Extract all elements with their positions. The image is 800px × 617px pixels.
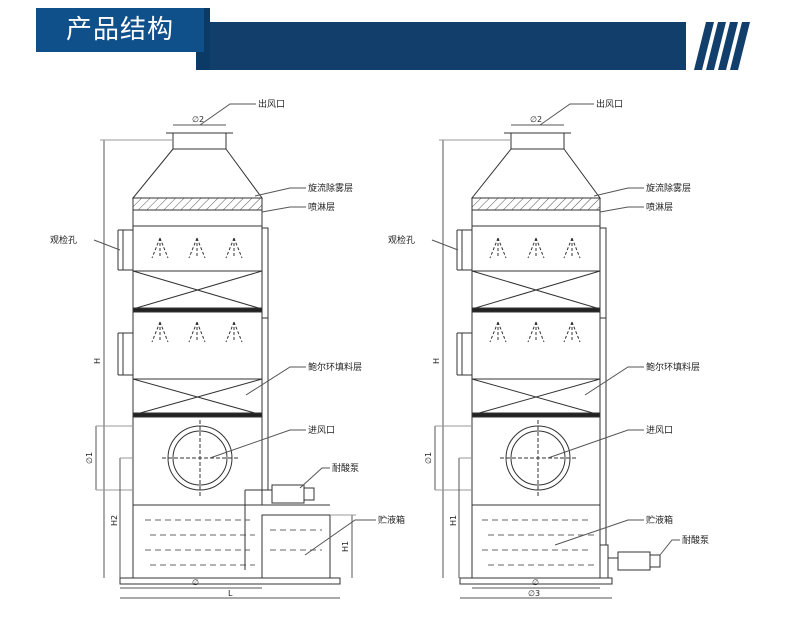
right-dim-h: H: [432, 358, 441, 364]
section-banner: 产品结构: [0, 0, 800, 70]
right-tower: [431, 103, 680, 599]
right-outlet-label: 出风口: [596, 98, 623, 110]
right-packing-label: 鲍尔环填料层: [646, 361, 700, 373]
right-inlet-label: 进风口: [646, 425, 673, 436]
left-packing-label: 鲍尔环填料层: [308, 361, 362, 373]
left-mist-layer-label: 旋流除雾层: [308, 182, 353, 194]
banner-title: 产品结构: [36, 8, 204, 52]
left-dim-h: H: [93, 358, 102, 364]
left-dim-l: L: [228, 589, 233, 598]
right-mist-layer-label: 旋流除雾层: [646, 182, 691, 194]
left-inlet-label: 进风口: [308, 425, 335, 436]
banner-bar: [210, 22, 686, 70]
right-tower-labels: 出风口 旋流除雾层 喷淋层 观检孔 鲍尔环填料层 进风口 贮液箱 耐酸泵 ∅2 …: [388, 98, 709, 598]
left-dim-d2: ∅2: [192, 115, 204, 124]
right-tank-label: 贮液箱: [646, 514, 673, 526]
left-dim-d: ∅: [192, 578, 199, 587]
left-dim-d1: ∅1: [85, 452, 94, 464]
left-pump-label: 耐酸泵: [332, 462, 359, 474]
right-dim-d: ∅: [532, 578, 539, 587]
left-inspection-label: 观检孔: [50, 234, 77, 246]
right-dim-d2: ∅2: [530, 115, 542, 124]
right-dim-d3: ∅3: [528, 589, 540, 598]
left-tower: [93, 103, 376, 599]
left-outlet-label: 出风口: [258, 98, 285, 110]
left-dim-h1: H1: [341, 541, 350, 552]
right-dim-d1: ∅1: [424, 452, 433, 464]
right-spray-layer-label: 喷淋层: [646, 201, 673, 213]
left-dim-h2: H2: [110, 515, 119, 526]
left-tank-label: 贮液箱: [378, 514, 405, 526]
left-spray-layer-label: 喷淋层: [308, 201, 335, 213]
left-tower-labels: 出风口 旋流除雾层 喷淋层 观检孔 鲍尔环填料层 进风口 耐酸泵 贮液箱 ∅2 …: [50, 98, 405, 598]
right-pump-label: 耐酸泵: [682, 534, 709, 546]
right-inspection-label: 观检孔: [388, 234, 415, 246]
banner-stripes: [694, 22, 750, 70]
right-dim-h1: H1: [449, 515, 458, 526]
